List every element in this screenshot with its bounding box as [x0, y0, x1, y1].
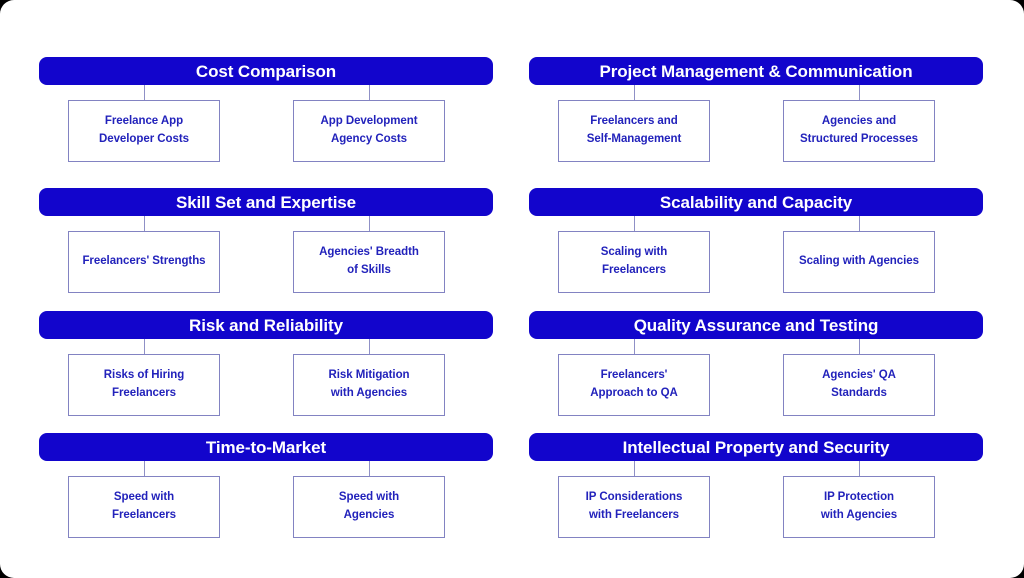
connector-line-left [144, 216, 145, 231]
connector-line-right [369, 461, 370, 476]
connector-line-left [634, 85, 635, 100]
leaf-label: Freelancers and Self-Management [586, 115, 682, 145]
connector-line-right [859, 216, 860, 231]
connector-line-right [369, 85, 370, 100]
connector-line-right [859, 85, 860, 100]
connector-line-right [369, 216, 370, 231]
section-header-bar[interactable]: Cost Comparison [39, 57, 493, 85]
leaf-box-left[interactable]: Freelancers and Self-Management [558, 100, 710, 162]
leaf-box-left[interactable]: IP Considerations with Freelancers [558, 476, 710, 538]
right-column: Project Management & Communication Freel… [490, 0, 983, 578]
leaf-box-left[interactable]: Risks of Hiring Freelancers [68, 354, 220, 416]
leaf-box-right[interactable]: Agencies' QA Standards [783, 354, 935, 416]
section-header-bar[interactable]: Time-to-Market [39, 433, 493, 461]
leaf-box-left[interactable]: Freelancers' Approach to QA [558, 354, 710, 416]
leaf-label: Freelancers' Approach to QA [590, 369, 678, 399]
leaf-label: Agencies and Structured Processes [800, 115, 918, 145]
section-risk-and-reliability: Risk and Reliability Risks of Hiring Fre… [39, 311, 493, 423]
section-skill-set-and-expertise: Skill Set and Expertise Freelancers' Str… [39, 188, 493, 300]
leaf-label: Agencies' QA Standards [822, 369, 896, 399]
leaf-label: Speed with Agencies [338, 491, 400, 521]
section-quality-assurance-and-testing: Quality Assurance and Testing Freelancer… [529, 311, 983, 423]
leaf-box-right[interactable]: Agencies' Breadth of Skills [293, 231, 445, 293]
leaf-label: Speed with Freelancers [111, 491, 177, 521]
section-header-bar[interactable]: Risk and Reliability [39, 311, 493, 339]
section-header-bar[interactable]: Intellectual Property and Security [529, 433, 983, 461]
leaf-label: IP Considerations with Freelancers [585, 491, 683, 521]
section-title: Quality Assurance and Testing [633, 315, 879, 335]
section-title: Intellectual Property and Security [622, 437, 890, 457]
section-title: Time-to-Market [205, 437, 327, 457]
section-title: Risk and Reliability [189, 315, 343, 335]
leaf-box-left[interactable]: Freelancers' Strengths [68, 231, 220, 293]
leaf-label: IP Protection with Agencies [820, 491, 898, 521]
leaf-box-right[interactable]: Risk Mitigation with Agencies [293, 354, 445, 416]
section-header-bar[interactable]: Scalability and Capacity [529, 188, 983, 216]
leaf-label: Scaling with Agencies [799, 255, 919, 268]
leaf-box-left[interactable]: Freelance App Developer Costs [68, 100, 220, 162]
connector-line-left [634, 339, 635, 354]
connector-line-right [859, 461, 860, 476]
connector-line-left [144, 85, 145, 100]
section-intellectual-property-and-security: Intellectual Property and Security IP Co… [529, 433, 983, 545]
leaf-label: App Development Agency Costs [320, 115, 418, 145]
leaf-label: Risks of Hiring Freelancers [103, 369, 185, 399]
connector-line-left [144, 461, 145, 476]
section-time-to-market: Time-to-Market Speed with Freelancers Sp… [39, 433, 493, 545]
leaf-box-right[interactable]: App Development Agency Costs [293, 100, 445, 162]
leaf-box-right[interactable]: Scaling with Agencies [783, 231, 935, 293]
connector-line-left [634, 461, 635, 476]
section-header-bar[interactable]: Quality Assurance and Testing [529, 311, 983, 339]
leaf-label: Scaling with Freelancers [600, 246, 668, 276]
connector-line-right [859, 339, 860, 354]
leaf-label: Agencies' Breadth of Skills [319, 246, 419, 276]
section-title: Scalability and Capacity [659, 192, 853, 212]
leaf-box-left[interactable]: Speed with Freelancers [68, 476, 220, 538]
leaf-label: Freelance App Developer Costs [98, 115, 189, 145]
connector-line-right [369, 339, 370, 354]
leaf-box-right[interactable]: Agencies and Structured Processes [783, 100, 935, 162]
connector-line-left [634, 216, 635, 231]
section-title: Cost Comparison [195, 61, 337, 81]
connector-line-left [144, 339, 145, 354]
section-title: Skill Set and Expertise [175, 192, 357, 212]
leaf-box-right[interactable]: Speed with Agencies [293, 476, 445, 538]
section-title: Project Management & Communication [599, 61, 913, 81]
section-header-bar[interactable]: Project Management & Communication [529, 57, 983, 85]
section-scalability-and-capacity: Scalability and Capacity Scaling with Fr… [529, 188, 983, 300]
leaf-label: Freelancers' Strengths [82, 255, 206, 268]
section-cost-comparison: Cost Comparison Freelance App Developer … [39, 57, 493, 169]
left-column: Cost Comparison Freelance App Developer … [0, 0, 493, 578]
section-project-management-and-communication: Project Management & Communication Freel… [529, 57, 983, 169]
leaf-box-right[interactable]: IP Protection with Agencies [783, 476, 935, 538]
section-header-bar[interactable]: Skill Set and Expertise [39, 188, 493, 216]
leaf-label: Risk Mitigation with Agencies [328, 369, 410, 399]
leaf-box-left[interactable]: Scaling with Freelancers [558, 231, 710, 293]
